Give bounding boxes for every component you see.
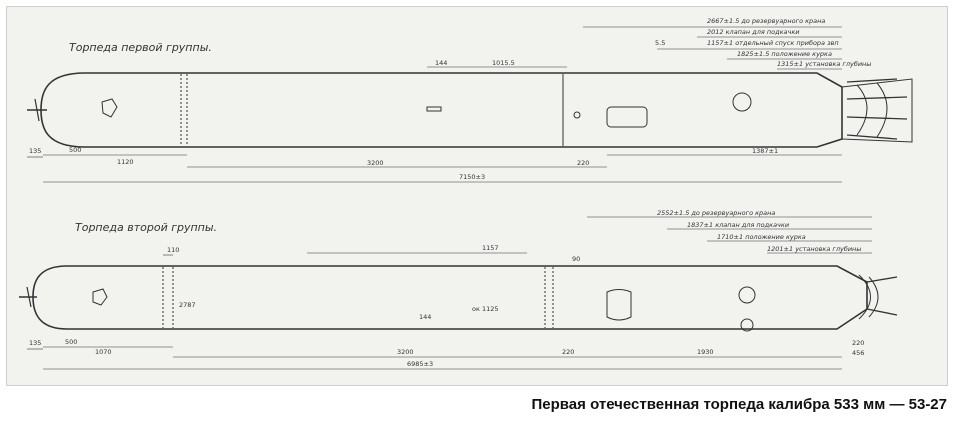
torpedo-2-dim-456: 456	[852, 349, 864, 357]
torpedo-1-note-1: 2667±1.5 до резервуарного крана	[707, 17, 825, 25]
torpedo-1-dim-1120: 1120	[117, 158, 134, 166]
torpedo-1-note-4: 1825±1.5 положение курка	[737, 50, 832, 58]
torpedo-2-note-3: 1710±1 положение курка	[717, 233, 806, 241]
torpedo-1-note-3: 1157±1 отдельный спуск прибора звп	[707, 39, 839, 47]
torpedo-2-dim-220: 220	[562, 348, 574, 356]
torpedo-2-dim-220b: 220	[852, 339, 864, 347]
torpedo-1-dim-total: 7150±3	[459, 173, 485, 181]
torpedo-1-dim-3200: 3200	[367, 159, 384, 167]
technical-drawing: Торпеда первой группы. 2667±1.5 до резер…	[6, 6, 948, 386]
torpedo-1-dim-1015: 1015.5	[492, 59, 515, 67]
torpedo-2-dim-500: 500	[65, 338, 77, 346]
torpedo-2-note-4: 1201±1 установка глубины	[767, 245, 861, 253]
torpedo-2-note-1: 2552±1.5 до резервуарного крана	[657, 209, 775, 217]
torpedo-2-dim-1125: ок 1125	[472, 305, 499, 313]
torpedo-1-dim-220: 220	[577, 159, 589, 167]
torpedo-2-dim-1930: 1930	[697, 348, 714, 356]
torpedo-2-dim-3200: 3200	[397, 348, 414, 356]
torpedo-2-title: Торпеда второй группы.	[75, 221, 217, 234]
torpedo-1-dim-1387: 1387±1	[752, 147, 778, 155]
torpedo-2-dim-1157: 1157	[482, 244, 499, 252]
figure-caption: Первая отечественная торпеда калибра 533…	[531, 396, 948, 413]
torpedo-2-dim-110: 110	[167, 246, 179, 254]
torpedo-2-dim-144: 144	[419, 313, 431, 321]
torpedo-1-body	[27, 72, 913, 148]
torpedo-1-note-2: 2012 клапан для подкачки	[707, 28, 799, 36]
torpedo-2-body	[19, 265, 898, 332]
torpedo-2-note-2: 1837±1 клапан для подкачки	[687, 221, 789, 229]
torpedo-1-dimension-lines	[27, 26, 842, 183]
torpedo-1-dim-500: 500	[69, 146, 81, 154]
torpedo-2-dim-total: 6985±3	[407, 360, 433, 368]
torpedo-2-dim-2787: 2787	[179, 301, 196, 309]
torpedo-2-dim-nose: 135	[29, 339, 41, 347]
torpedo-2-dim-1070: 1070	[95, 348, 112, 356]
torpedo-1-title: Торпеда первой группы.	[69, 41, 212, 54]
torpedo-blueprint: Торпеда первой группы. 2667±1.5 до резер…	[19, 17, 913, 370]
torpedo-2-dim-90: 90	[572, 255, 580, 263]
torpedo-1-dim-144: 144	[435, 59, 447, 67]
torpedo-1-note-5: 1315±1 установка глубины	[777, 60, 871, 68]
torpedo-1-dim-55: 5.5	[655, 39, 665, 47]
torpedo-2-dimension-lines	[27, 216, 872, 370]
torpedo-1-dim-nose: 135	[29, 147, 41, 155]
